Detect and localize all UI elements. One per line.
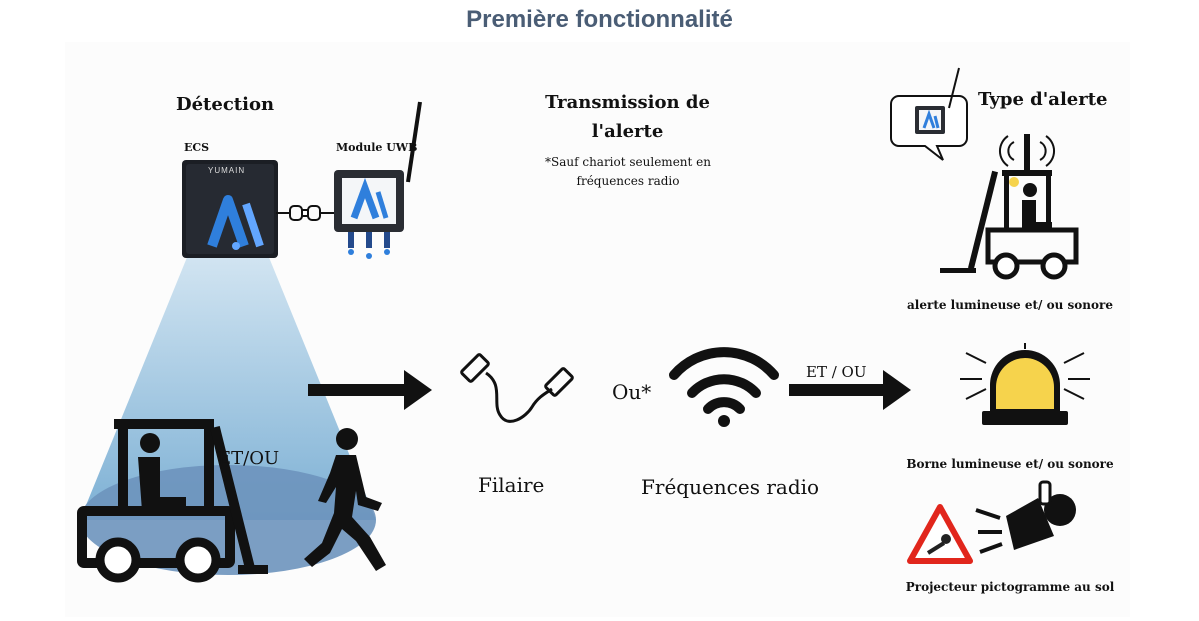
transmission-note-line1: *Sauf chariot seulement en [544,155,711,169]
page-title: Première fonctionnalité [466,6,733,33]
detection-heading: Détection [176,94,275,115]
transmission-heading-line1: Transmission de [545,92,710,113]
arrow-icon [308,370,432,410]
transmission-note-line2: fréquences radio [576,174,680,188]
uwb-module-icon [334,101,422,259]
plug-icon [276,205,336,221]
pedestrian-icon [304,428,386,571]
alert-type-heading: Type d'alerte [978,89,1108,110]
forklift-icon [77,419,268,583]
forklift-alert-icon [940,134,1079,280]
cable-icon [460,353,574,423]
ecs-brand: YUMAIN [208,166,246,175]
wired-label: Filaire [478,473,545,497]
alert-caption-1: alerte lumineuse et/ ou sonore [907,298,1113,312]
ecs-device-icon [182,160,278,258]
wifi-icon [669,347,779,427]
uwb-label: Module UWB [336,141,418,154]
warning-triangle-icon [907,504,973,564]
ecs-label: ECS [184,141,210,154]
or-label: Ou* [612,380,652,404]
detection-either-label: ET/OU [218,448,280,469]
beacon-icon [960,343,1090,425]
transmission-heading-line2: l'alerte [591,121,664,142]
alert-caption-3: Projecteur pictogramme au sol [905,580,1115,594]
arrow-icon [789,370,911,410]
radio-label: Fréquences radio [641,475,820,499]
and-or-label: ET / OU [806,363,867,381]
speech-bubble-icon [890,67,968,161]
projector-icon [975,480,1076,554]
alert-caption-2: Borne lumineuse et/ ou sonore [906,457,1114,471]
